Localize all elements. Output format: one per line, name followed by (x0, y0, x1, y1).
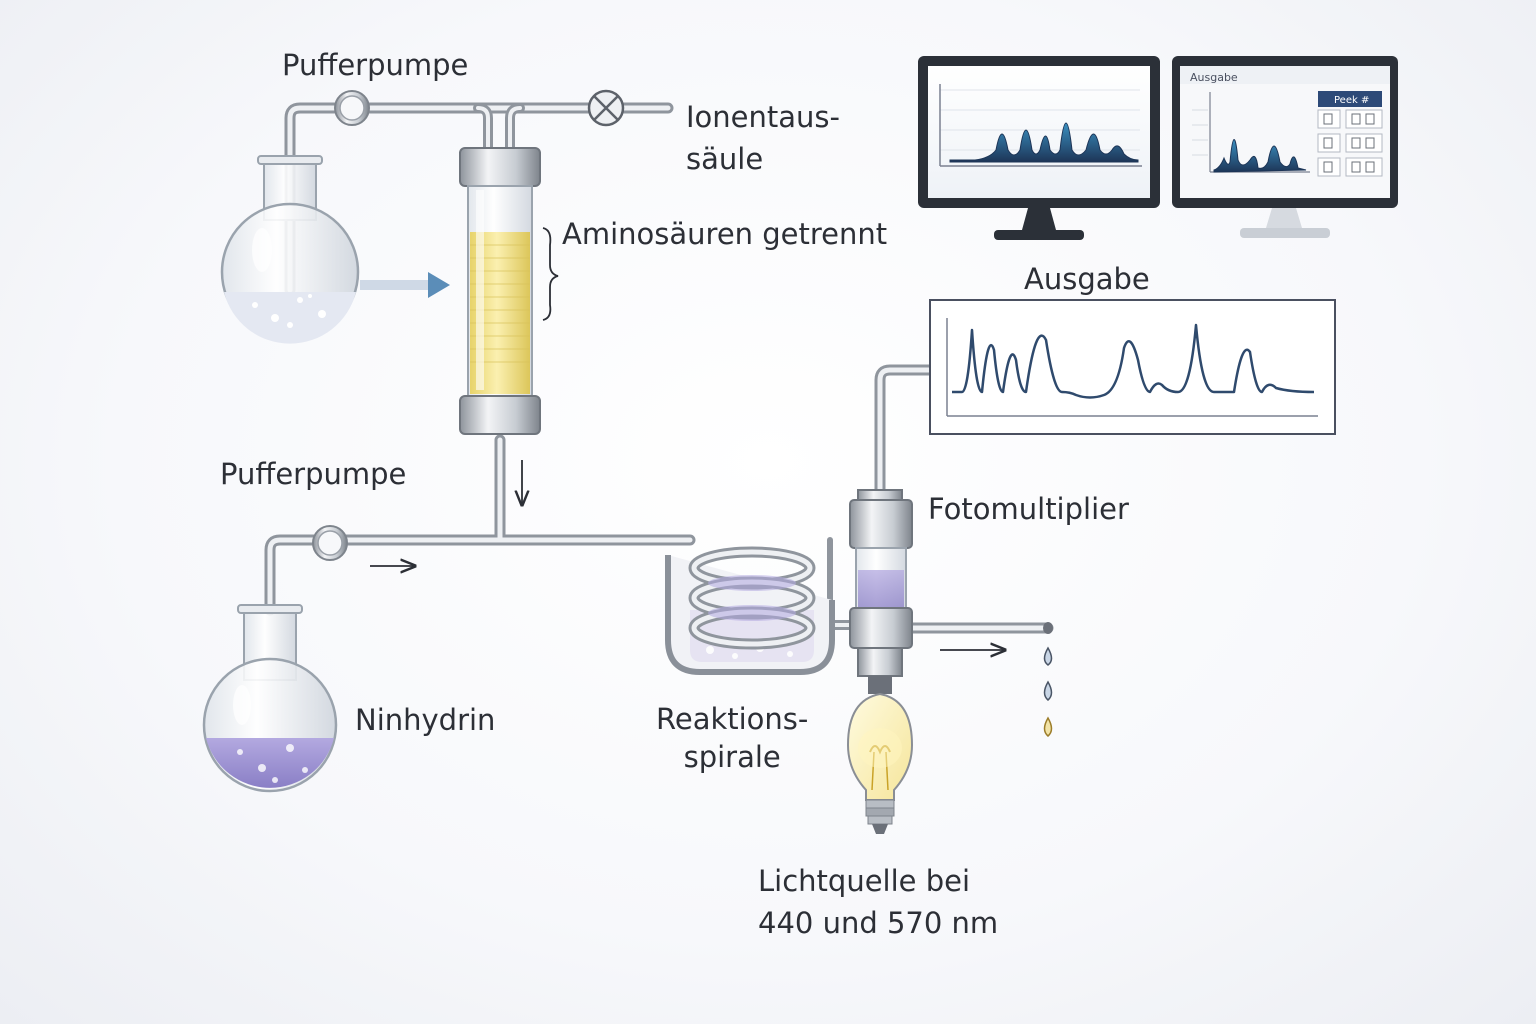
ninhydrin-flask (202, 604, 338, 793)
label-column-line1: Ionentaus- (686, 100, 840, 134)
pipe-signal (874, 364, 936, 496)
light-bulb-icon (846, 692, 914, 834)
pump-mid-icon (312, 525, 348, 561)
monitor-left (918, 56, 1160, 240)
ion-exchange-column (459, 147, 541, 435)
monitor-right-peaks (1213, 139, 1307, 173)
photomultiplier-unit (849, 489, 913, 694)
label-ion-exchange-column: Ionentaus- säule (686, 96, 840, 180)
drain-nozzle (1043, 622, 1053, 634)
valve-icon (587, 89, 625, 127)
monitor-right-grid (1317, 109, 1383, 177)
label-light-line1: Lichtquelle bei (758, 864, 971, 898)
monitor-left-peaks (949, 122, 1139, 163)
peek-button-label: Peek # (1334, 95, 1369, 106)
pipe-column-inlet (473, 103, 525, 157)
label-pump-mid: Pufferpumpe (220, 457, 407, 491)
output-signal-box (929, 299, 1336, 435)
separation-bracket (542, 227, 559, 321)
pump-top-icon (334, 90, 370, 126)
signal-trace (952, 323, 1315, 399)
label-light-line2: 440 und 570 nm (758, 906, 999, 940)
label-pump-top: Pufferpumpe (282, 48, 469, 82)
label-photomultiplier: Fotomultiplier (928, 492, 1129, 526)
drip-drops (1043, 646, 1053, 737)
flow-arrow-into-column (360, 272, 450, 298)
label-reaction-coil: Reaktions- spirale (656, 700, 808, 776)
label-separated: Aminosäuren getrennt (562, 217, 888, 251)
label-light-source: Lichtquelle bei 440 und 570 nm (758, 860, 998, 944)
peek-button (1318, 91, 1382, 107)
label-coil-line2: spirale (683, 740, 781, 774)
reaction-coil (665, 546, 835, 675)
buffer-flask-top (220, 155, 360, 344)
monitor-right: Ausgabe Peek # (1172, 56, 1398, 238)
label-output: Ausgabe (1024, 262, 1150, 296)
label-ninhydrin: Ninhydrin (355, 703, 496, 737)
label-column-line2: säule (686, 142, 764, 176)
label-coil-line1: Reaktions- (656, 702, 809, 736)
monitor-right-title: Ausgabe (1190, 71, 1238, 84)
